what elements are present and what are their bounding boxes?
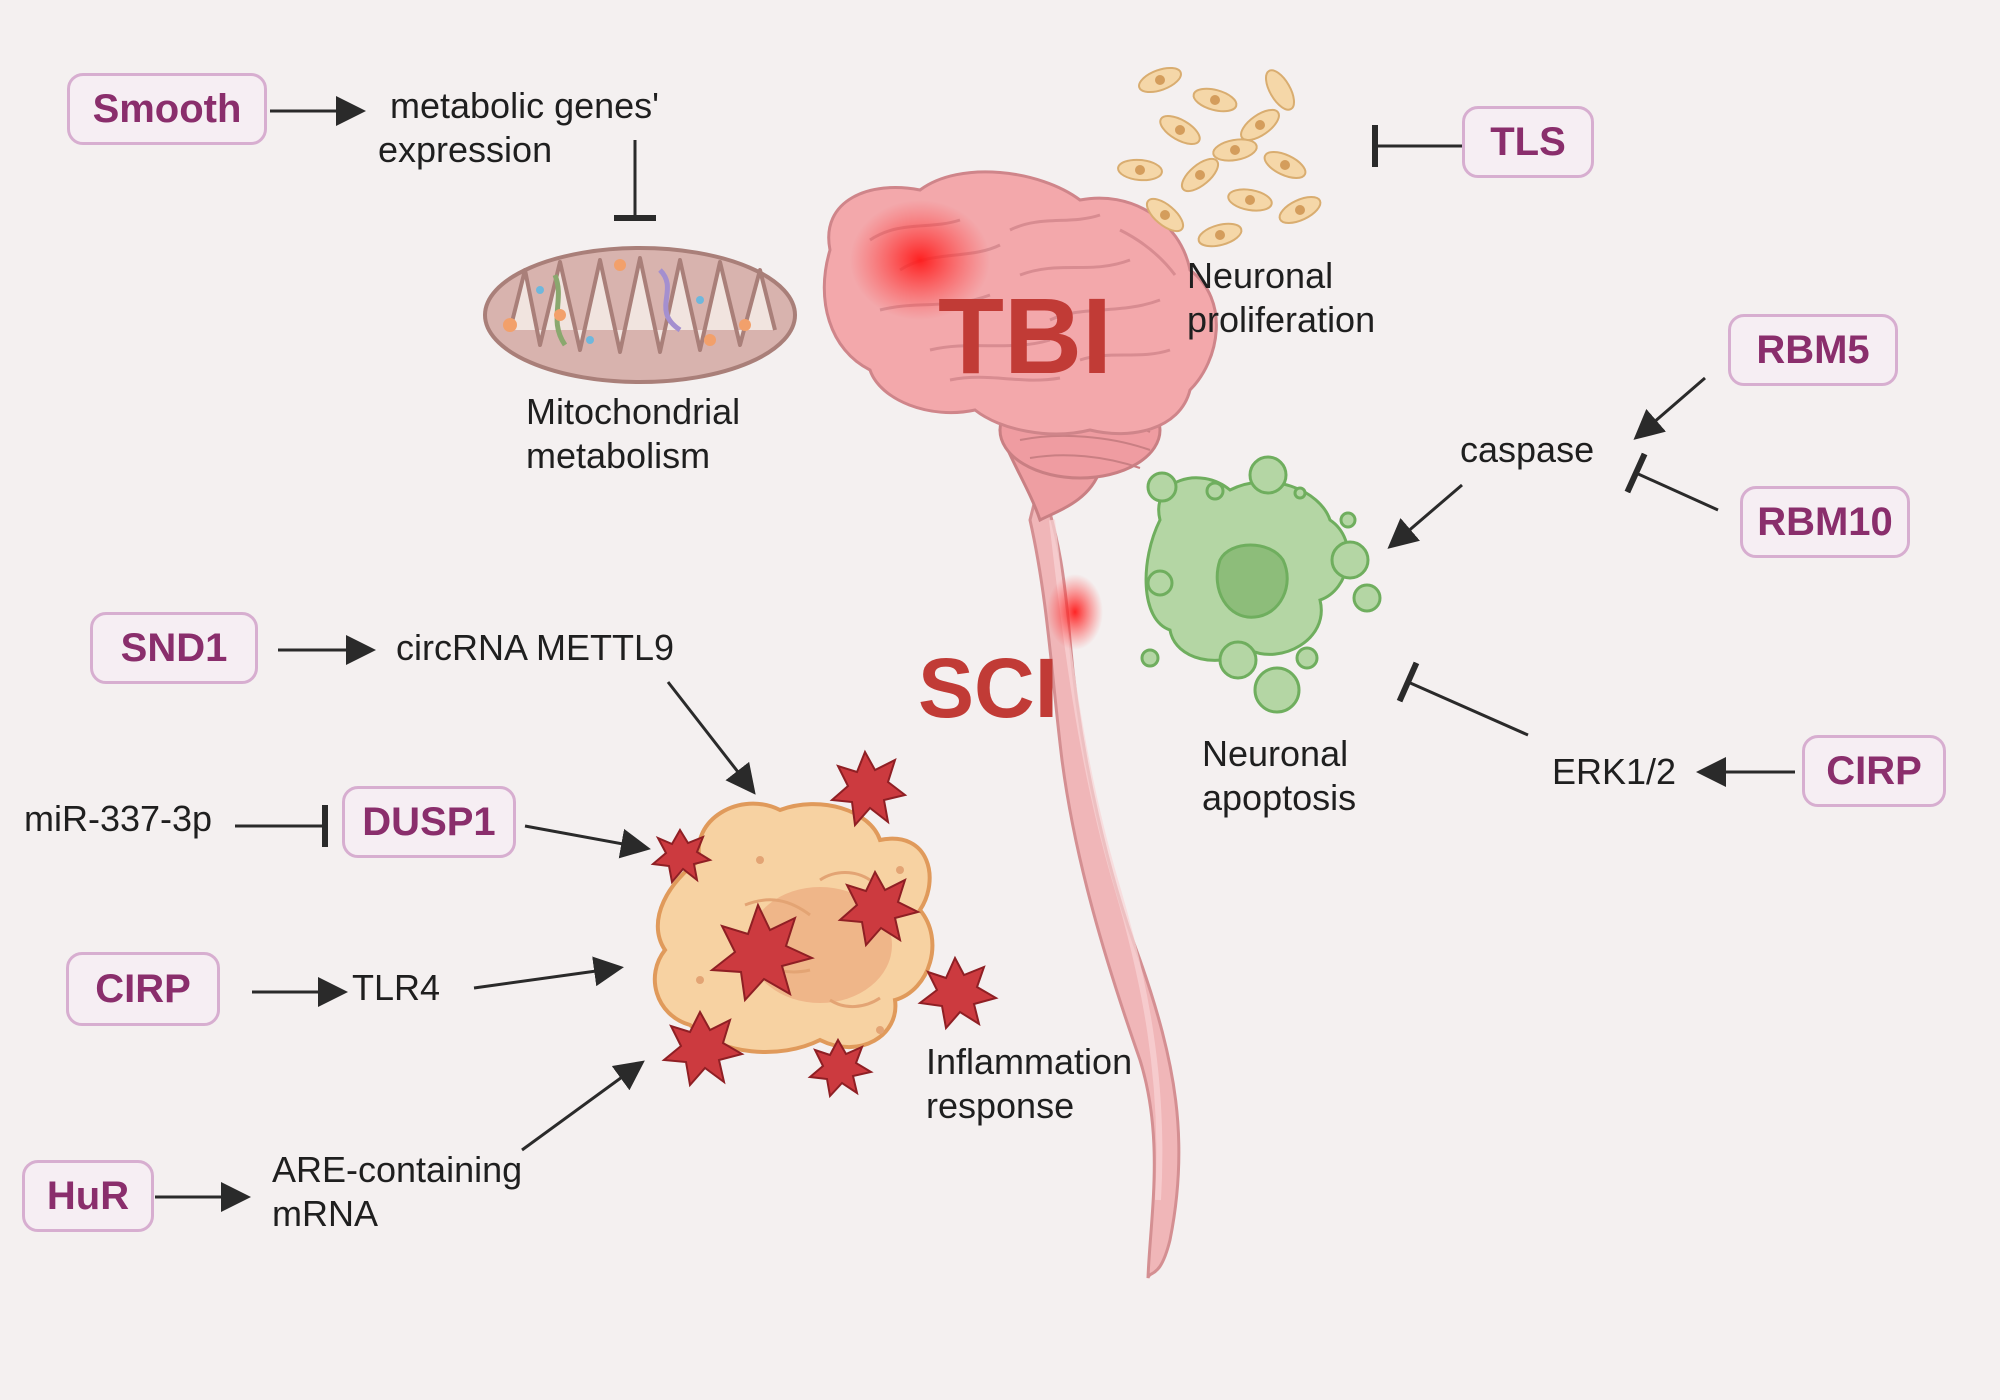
protein-cirp-right: CIRP [1802, 735, 1946, 807]
cytokine-burst [917, 955, 999, 1031]
label-are-line2: mRNA [272, 1193, 378, 1234]
arrow-tlr4 [473, 956, 624, 990]
protein-rbm10: RBM10 [1740, 486, 1910, 558]
label-erk: ERK1/2 [1552, 751, 1677, 792]
label-are-line1: ARE-containing [272, 1149, 523, 1190]
label-tlr4: TLR4 [352, 967, 441, 1008]
label-mito-line1: Mitochondrial [526, 391, 741, 432]
protein-dusp1: DUSP1 [342, 786, 516, 858]
region-tbi: TBI [938, 275, 1112, 396]
label-metabolic-line1: metabolic genes' [390, 85, 660, 126]
arrow-dusp1 [524, 824, 651, 859]
cytokine-burst-group [650, 749, 999, 1099]
connectors [155, 96, 1795, 1212]
protein-tls: TLS [1462, 106, 1594, 178]
cytokine-burst [650, 828, 713, 885]
label-metabolic-line2: expression [378, 129, 553, 170]
label-caspase: caspase [1460, 429, 1595, 470]
cytokine-burst [829, 749, 908, 828]
region-sci: SCI [918, 641, 1059, 735]
protein-snd1: SND1 [90, 612, 258, 684]
label-apoptosis-line2: apoptosis [1202, 777, 1357, 818]
label-inflam-line1: Inflammation [926, 1041, 1133, 1082]
label-apoptosis-line1: Neuronal [1202, 733, 1349, 774]
mitochondrion [483, 246, 797, 384]
inhibit-rbm10 [1624, 452, 1719, 512]
label-circrna: circRNA METTL9 [396, 627, 675, 668]
label-prolif-line1: Neuronal [1187, 255, 1334, 296]
arrow-caspase [1387, 483, 1463, 549]
protein-cirp-left: CIRP [66, 952, 220, 1026]
inhibit-erk [1396, 661, 1529, 737]
arrow-circrna [666, 681, 756, 795]
arrow-are [521, 1060, 645, 1152]
cytokine-burst [837, 869, 921, 948]
cytokine-burst [661, 1009, 745, 1088]
arrow-rbm5 [1633, 376, 1706, 440]
label-inflam-line2: response [926, 1085, 1075, 1126]
cytokine-burst [807, 1037, 874, 1099]
protein-hur: HuR [22, 1160, 154, 1232]
label-prolif-line2: proliferation [1187, 299, 1376, 340]
protein-rbm5: RBM5 [1728, 314, 1898, 386]
label-mir: miR-337-3p [24, 798, 213, 839]
cytokine-burst [709, 902, 815, 1003]
label-mito-line2: metabolism [526, 435, 711, 476]
protein-smooth: Smooth [67, 73, 267, 145]
